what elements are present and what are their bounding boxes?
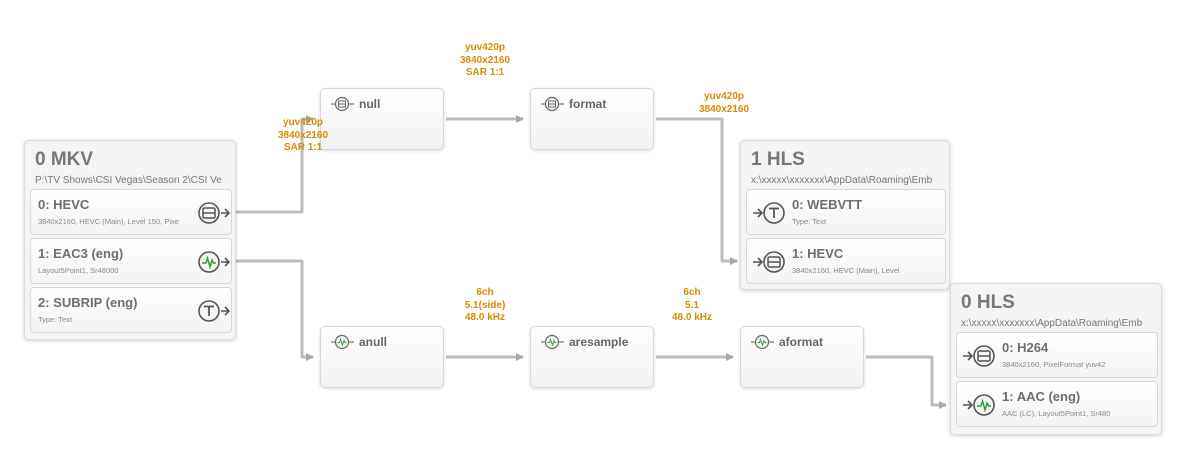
stream-details: Type: Text bbox=[792, 217, 827, 226]
wire-video-input-to-null bbox=[226, 115, 314, 214]
filter-node-format[interactable]: format bbox=[530, 88, 654, 150]
annotation-line: 3840x2160 bbox=[459, 54, 511, 66]
wire-aformat-to-hls-aac bbox=[866, 355, 947, 409]
annotation-line: yuv420p bbox=[703, 91, 745, 102]
annotation-line: 6ch bbox=[476, 287, 494, 298]
video-stream-icon bbox=[753, 251, 785, 273]
text-stream-icon bbox=[198, 300, 231, 322]
annotation-format-to-output: yuv420p 3840x2160 bbox=[679, 91, 769, 116]
container-title: 1 HLS bbox=[751, 149, 805, 170]
text-stream-icon bbox=[753, 202, 785, 224]
stream-details: 3840x2160, PixelFormat yuv42 bbox=[1002, 360, 1106, 369]
audio-filter-icon bbox=[541, 334, 564, 350]
audio-filter-icon bbox=[751, 334, 774, 350]
input-stream-hevc[interactable]: 0: HEVC 3840x2160, HEVC (Main), Level 15… bbox=[30, 189, 232, 235]
wire-audio-input-to-anull bbox=[226, 259, 314, 361]
wire-format-to-hls-hevc bbox=[656, 117, 738, 265]
annotation-line: 5.1 bbox=[685, 299, 699, 311]
stream-title: 1: AAC (eng) bbox=[1002, 389, 1081, 404]
stream-details: Type: Text bbox=[38, 315, 73, 324]
annotation-line: 48.0 kHz bbox=[464, 312, 506, 323]
annotation-line: yuv420p bbox=[464, 42, 506, 53]
stream-title: 0: HEVC bbox=[38, 197, 90, 212]
container-path: x:\xxxxx\xxxxxxx\AppData\Roaming\Emb bbox=[751, 175, 933, 186]
container-title: 0 MKV bbox=[35, 149, 94, 170]
annotation-line: 3840x2160 bbox=[277, 129, 329, 141]
annotation-line: 6ch bbox=[683, 287, 701, 298]
input-stream-subrip[interactable]: 2: SUBRIP (eng) Type: Text bbox=[30, 287, 232, 333]
container-title: 0 HLS bbox=[961, 292, 1015, 313]
filter-label: aresample bbox=[569, 335, 629, 349]
video-stream-icon bbox=[198, 202, 231, 224]
annotation-anull-to-aresample: 6ch 5.1(side) 48.0 kHz bbox=[440, 287, 530, 325]
stream-details: Layout5Point1, Sr48000 bbox=[38, 266, 119, 275]
output-container-hls-0[interactable]: 0 HLS x:\xxxxx\xxxxxxx\AppData\Roaming\E… bbox=[950, 283, 1162, 435]
filter-label: format bbox=[569, 97, 607, 111]
annotation-line: yuv420p bbox=[282, 117, 324, 128]
annotation-null-to-format: yuv420p 3840x2160 SAR 1:1 bbox=[440, 42, 530, 80]
output-stream-aac[interactable]: 1: AAC (eng) AAC (LC), Layout5Point1, Sr… bbox=[956, 381, 1158, 427]
container-path: P:\TV Shows\CSI Vegas\Season 2\CSI Ve bbox=[35, 175, 222, 186]
filter-node-anull[interactable]: anull bbox=[320, 326, 444, 388]
output-stream-hevc[interactable]: 1: HEVC 3840x2160, HEVC (Main), Level bbox=[746, 238, 946, 284]
stream-details: 3840x2160, HEVC (Main), Level 150, Pixe bbox=[38, 217, 179, 226]
annotation-line: SAR 1:1 bbox=[465, 67, 505, 78]
output-stream-webvtt[interactable]: 0: WEBVTT Type: Text bbox=[746, 189, 946, 235]
input-container-mkv[interactable]: 0 MKV P:\TV Shows\CSI Vegas\Season 2\CSI… bbox=[24, 140, 236, 340]
stream-details: AAC (LC), Layout5Point1, Sr480 bbox=[1002, 409, 1111, 418]
annotation-line: SAR 1:1 bbox=[283, 142, 323, 153]
video-filter-icon bbox=[331, 96, 354, 112]
audio-stream-icon bbox=[963, 394, 995, 416]
filter-label: aformat bbox=[779, 335, 824, 349]
container-path: x:\xxxxx\xxxxxxx\AppData\Roaming\Emb bbox=[961, 318, 1143, 329]
video-filter-icon bbox=[541, 96, 564, 112]
annotation-aresample-to-aformat: 6ch 5.1 48.0 kHz bbox=[647, 287, 737, 325]
output-container-hls-1[interactable]: 1 HLS x:\xxxxx\xxxxxxx\AppData\Roaming\E… bbox=[740, 140, 950, 290]
annotation-input-to-null: yuv420p 3840x2160 SAR 1:1 bbox=[258, 117, 348, 155]
annotation-line: 5.1(side) bbox=[464, 299, 506, 311]
stream-title: 1: EAC3 (eng) bbox=[38, 246, 124, 261]
filter-node-aresample[interactable]: aresample bbox=[530, 326, 654, 388]
video-stream-icon bbox=[963, 345, 995, 367]
stream-title: 2: SUBRIP (eng) bbox=[38, 295, 138, 310]
stream-title: 1: HEVC bbox=[792, 246, 844, 261]
annotation-line: 3840x2160 bbox=[698, 103, 750, 115]
output-stream-h264[interactable]: 0: H264 3840x2160, PixelFormat yuv42 bbox=[956, 332, 1158, 378]
input-stream-eac3[interactable]: 1: EAC3 (eng) Layout5Point1, Sr48000 bbox=[30, 238, 232, 284]
filter-node-null[interactable]: null bbox=[320, 88, 444, 150]
stream-title: 0: WEBVTT bbox=[792, 197, 863, 212]
audio-stream-icon bbox=[198, 251, 231, 273]
filter-label: null bbox=[359, 97, 381, 111]
filter-node-aformat[interactable]: aformat bbox=[740, 326, 864, 388]
annotation-line: 48.0 kHz bbox=[671, 312, 713, 323]
filter-label: anull bbox=[359, 335, 388, 349]
audio-filter-icon bbox=[331, 334, 354, 350]
stream-details: 3840x2160, HEVC (Main), Level bbox=[792, 266, 900, 275]
stream-title: 0: H264 bbox=[1002, 340, 1049, 355]
